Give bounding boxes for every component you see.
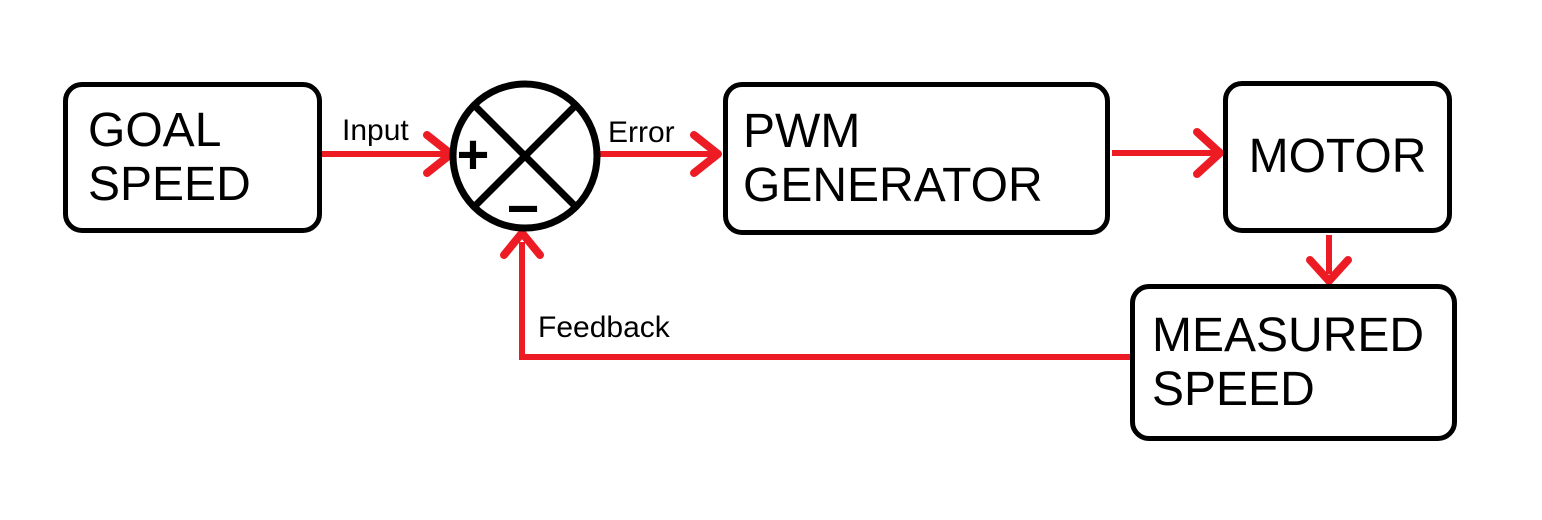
pwm-generator-label-line1: PWM <box>743 104 861 158</box>
motor-box: MOTOR <box>1223 81 1452 233</box>
measured-speed-label-line2: SPEED <box>1152 362 1315 416</box>
goal-speed-label-line1: GOAL <box>88 103 222 157</box>
measured-speed-label-line1: MEASURED <box>1152 308 1425 362</box>
pwm-generator-label-line2: GENERATOR <box>743 158 1043 212</box>
plus-sign: + <box>457 123 490 186</box>
error-edge-label: Error <box>608 116 675 149</box>
measured-speed-box: MEASURED SPEED <box>1130 284 1457 441</box>
input-edge-label: Input <box>342 114 409 147</box>
motor-down-arrowhead-icon <box>1306 256 1352 285</box>
minus-sign: − <box>507 177 540 240</box>
signal-arrows <box>322 128 1352 360</box>
goal-speed-box: GOAL SPEED <box>63 82 322 233</box>
pwm-to-motor-arrowhead-icon <box>1193 128 1224 178</box>
summing-junction-circle <box>449 80 601 232</box>
goal-speed-label-line2: SPEED <box>88 157 251 211</box>
junction-diagonal-2 <box>471 102 579 210</box>
summing-junction: + − <box>449 80 601 240</box>
pwm-generator-box: PWM GENERATOR <box>723 82 1110 235</box>
motor-label: MOTOR <box>1248 130 1427 183</box>
error-arrowhead-icon <box>690 131 722 177</box>
feedback-edge-label: Feedback <box>538 311 670 344</box>
feedback-arrowhead-icon <box>500 229 544 259</box>
feedback-wire <box>519 242 1130 360</box>
